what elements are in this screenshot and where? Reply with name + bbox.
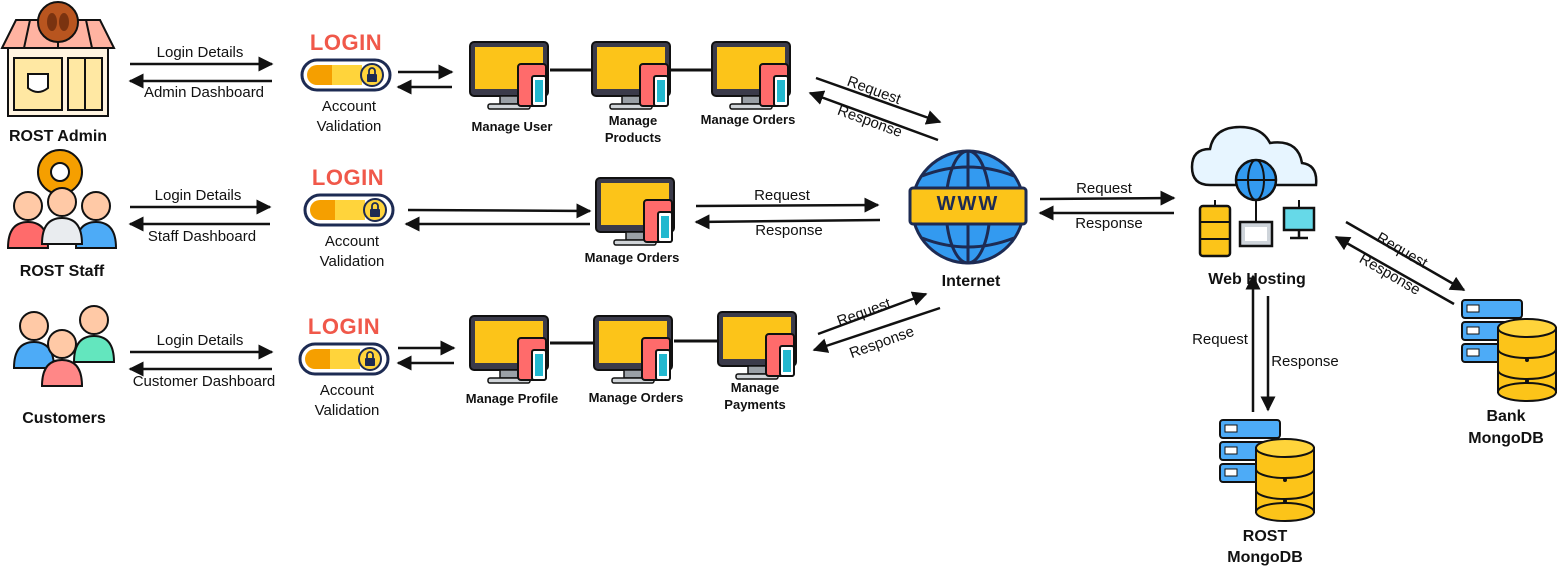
staff-login-title: LOGIN xyxy=(311,165,385,190)
www-label: WWW xyxy=(936,193,1000,215)
web-hosting-label: Web Hosting xyxy=(1208,271,1306,288)
manage-orders-customer-monitor-icon xyxy=(593,315,673,384)
staff-login-details-label: Login Details xyxy=(154,187,242,204)
staff-request-label: Request xyxy=(754,187,810,204)
internet-hosting-arrows xyxy=(1038,190,1176,221)
manage-profile-label: Manage Profile xyxy=(465,391,559,406)
staff-login-toggle-icon xyxy=(303,193,395,227)
customer-account-label: Account xyxy=(319,382,375,399)
customer-dashboard-label: Customer Dashboard xyxy=(132,373,276,390)
actor-login-arrows xyxy=(128,56,274,377)
manage-orders-staff-label: Manage Orders xyxy=(584,250,680,265)
hosting-bankdb-arrows xyxy=(1334,220,1466,306)
manage-profile-monitor-icon xyxy=(469,315,549,384)
rostdb-request-label: Request xyxy=(1192,331,1248,348)
manage-products-label-1: Manage xyxy=(608,113,658,128)
admin-store-icon xyxy=(0,1,116,117)
rost-db-label-1: ROST xyxy=(1242,528,1288,545)
module-connectors xyxy=(550,68,718,345)
hosting-request-label: Request xyxy=(1076,180,1132,197)
actor-label-admin: ROST Admin xyxy=(8,128,108,145)
rostdb-response-label: Response xyxy=(1271,353,1339,370)
staff-account-label: Account xyxy=(324,233,380,250)
actor-label-customers: Customers xyxy=(22,410,106,427)
manage-orders-customer-label: Manage Orders xyxy=(588,390,684,405)
admin-account-label: Account xyxy=(321,98,377,115)
customers-group-icon xyxy=(13,305,115,387)
staff-validation-label: Validation xyxy=(319,253,385,270)
web-hosting-icon xyxy=(1190,125,1318,258)
manage-orders-staff-monitor-icon xyxy=(595,177,675,246)
actor-label-staff: ROST Staff xyxy=(19,263,105,280)
staff-dashboard-label: Staff Dashboard xyxy=(147,228,257,245)
staff-group-icon xyxy=(7,149,117,249)
admin-login-details-label: Login Details xyxy=(156,44,244,61)
customer-login-toggle-icon xyxy=(298,342,390,376)
manage-payments-label-2: Payments xyxy=(724,397,786,412)
admin-dashboard-label: Admin Dashboard xyxy=(143,84,265,101)
manage-products-monitor-icon xyxy=(591,41,671,110)
bank-mongodb-icon xyxy=(1461,299,1557,402)
login-module-arrows xyxy=(396,64,592,371)
customer-login-title: LOGIN xyxy=(307,314,381,339)
customer-login-details-label: Login Details xyxy=(156,332,244,349)
hosting-response-label: Response xyxy=(1075,215,1143,232)
admin-validation-label: Validation xyxy=(316,118,382,135)
customer-validation-label: Validation xyxy=(314,402,380,419)
manage-products-label-2: Products xyxy=(604,130,662,145)
manage-payments-monitor-icon xyxy=(717,311,797,380)
hosting-rostdb-arrows xyxy=(1245,274,1276,412)
admin-login-title: LOGIN xyxy=(309,30,383,55)
manage-orders-admin-monitor-icon xyxy=(711,41,791,110)
rost-mongodb-icon xyxy=(1219,419,1315,522)
rost-db-label-2: MongoDB xyxy=(1227,549,1303,566)
staff-response-label: Response xyxy=(755,222,823,239)
bank-db-label-2: MongoDB xyxy=(1468,430,1544,447)
admin-login-toggle-icon xyxy=(300,58,392,92)
module-internet-arrows xyxy=(694,76,942,353)
internet-globe-icon xyxy=(908,149,1028,265)
manage-user-monitor-icon xyxy=(469,41,549,110)
manage-payments-label-1: Manage xyxy=(730,380,780,395)
manage-user-label: Manage User xyxy=(471,119,553,134)
bank-db-label-1: Bank xyxy=(1486,408,1526,425)
internet-label: Internet xyxy=(941,273,1001,290)
manage-orders-admin-label: Manage Orders xyxy=(700,112,796,127)
